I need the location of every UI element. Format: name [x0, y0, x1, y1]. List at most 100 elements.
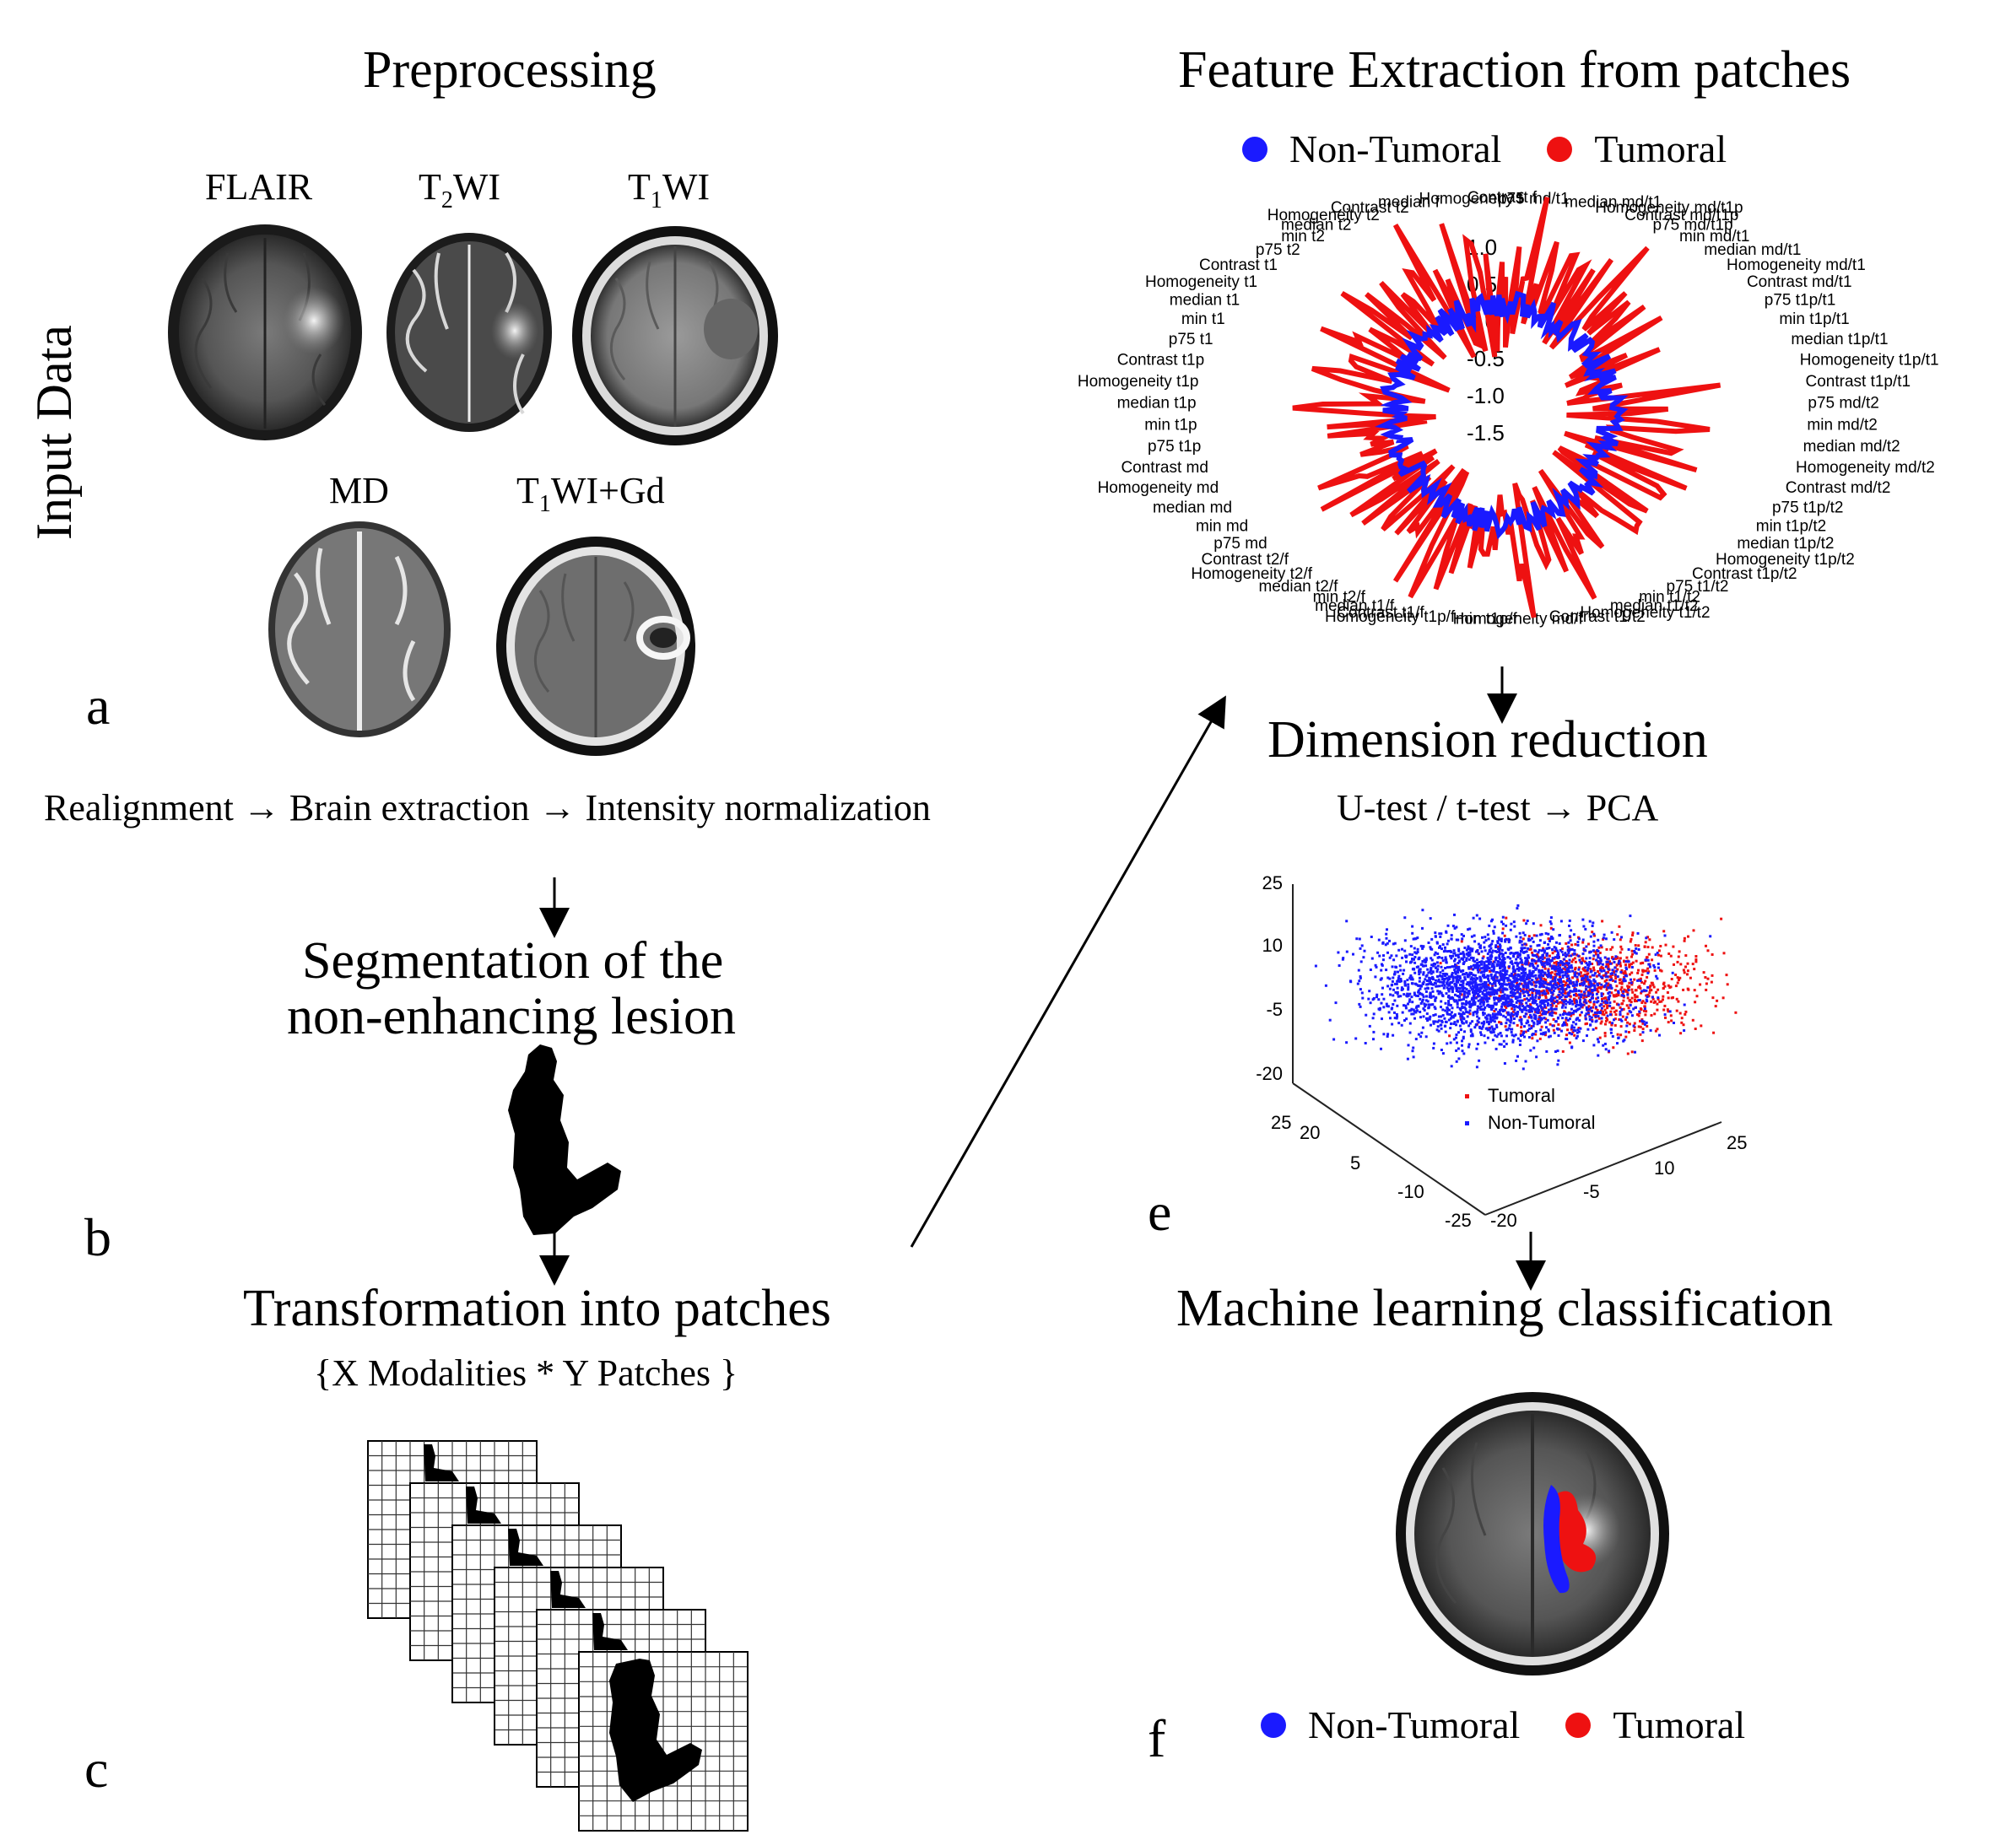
radar-label-10: p75 t1p/t1: [1765, 291, 1836, 309]
radar-label-5: p75 md/t1p: [1653, 216, 1733, 234]
segmentation-title-line2: non-enhancing lesion: [287, 988, 737, 1045]
radar-label-25: p75 t1/t2: [1667, 578, 1729, 596]
radar-label-12: median t1p/t1: [1791, 331, 1888, 348]
radar-label-44: p75 t1p: [1148, 438, 1201, 456]
brain-image-t2wi: [386, 233, 552, 432]
radar-label-21: min t1p/t2: [1756, 518, 1826, 536]
radar-label-26: min t1/t2: [1639, 589, 1700, 607]
scatter-points-non-tumoral: [1314, 904, 1712, 1071]
scatter-legend-mark-tumoral: [1465, 1093, 1469, 1098]
radar-label-43: Contrast md: [1121, 459, 1208, 477]
radar-label-34: median t1/f: [1315, 597, 1395, 615]
modality-label-flair: FLAIR: [205, 166, 313, 208]
classification-legend: Non-Tumoral Tumoral: [1261, 1702, 1745, 1747]
panel-letter-b: b: [84, 1207, 111, 1267]
radar-label-33: Contrast t1/f: [1337, 604, 1424, 622]
patch-grid-front: [578, 1651, 749, 1832]
radar-label-27: median t1/t2: [1610, 597, 1699, 615]
radar-label-42: Homogeneity md: [1098, 479, 1219, 497]
y-tick-2: 10: [1654, 1157, 1674, 1179]
legend-dot-non-tumoral: [1242, 136, 1267, 162]
radar-label-46: median t1p: [1117, 395, 1197, 413]
brain-image-flair: [168, 224, 362, 440]
radar-label-1: p75 md/t1: [1498, 190, 1570, 208]
scatter-legend-tumoral: Tumoral: [1465, 1085, 1555, 1107]
radar-label-2: median md/t1: [1565, 193, 1662, 211]
scatter-legend-mark-non-tumoral: [1465, 1120, 1469, 1125]
radial-tick-4: -1.0: [1467, 383, 1505, 408]
radial-tick-5: -1.5: [1467, 420, 1505, 445]
feature-legend: Non-Tumoral Tumoral: [1242, 127, 1727, 171]
x-tick-4: -25: [1445, 1210, 1472, 1231]
radar-label-32: Homogeneity t1p/f: [1325, 608, 1456, 626]
dimension-reduction-subtitle: U-test / t-test → PCA: [1337, 787, 1659, 828]
z-tick-2: -5: [1266, 999, 1283, 1020]
modality-label-md: MD: [329, 470, 389, 511]
panel-letter-a: a: [86, 676, 111, 736]
modality-label-t1wi-gd: T1WI+Gd: [516, 470, 665, 517]
radar-label-22: median t1p/t2: [1737, 535, 1834, 553]
radar-label-48: Contrast t1p: [1117, 352, 1205, 370]
brain-image-md: [268, 521, 451, 737]
x-tick-2: 5: [1350, 1152, 1360, 1174]
radar-label-53: Contrast t1: [1199, 256, 1278, 274]
radar-label-23: Homogeneity t1p/t2: [1716, 551, 1855, 569]
radar-label-0: Contrast f: [1467, 189, 1538, 207]
legend-label-tumoral: Tumoral: [1594, 127, 1727, 170]
radar-label-39: p75 md: [1213, 535, 1267, 553]
radar-label-8: Homogeneity md/t1: [1727, 256, 1866, 274]
y-tick-0: -20: [1490, 1210, 1517, 1231]
y-tick-1: -5: [1583, 1181, 1600, 1202]
radar-label-7: median md/t1: [1704, 241, 1801, 259]
radar-label-55: min t2: [1281, 228, 1325, 246]
radar-label-4: Contrast md/t1p: [1624, 207, 1738, 224]
z-tick-1: 10: [1262, 935, 1283, 956]
legend-dot-non-tumoral-f: [1261, 1712, 1286, 1738]
radar-label-28: Homogeneity t1/t2: [1580, 604, 1710, 622]
classification-brain-image: [1396, 1392, 1669, 1675]
radar-label-37: Homogeneity t2/f: [1191, 565, 1312, 583]
panel-letter-f: f: [1148, 1708, 1166, 1768]
preprocessing-title: Preprocessing: [363, 41, 657, 99]
radar-label-40: min md: [1196, 518, 1248, 536]
radar-label-6: min md/t1: [1679, 228, 1749, 246]
z-tick-3: -20: [1256, 1063, 1283, 1084]
radar-label-14: Contrast t1p/t1: [1805, 373, 1911, 391]
radar-label-54: p75 t2: [1256, 241, 1300, 259]
radar-label-3: Homogeneity md/t1p: [1595, 199, 1743, 217]
y-tick-3: 25: [1727, 1132, 1747, 1153]
preprocessing-pipeline: Realignment → Brain extraction → Intensi…: [44, 787, 931, 828]
radar-label-41: median md: [1153, 499, 1232, 516]
segmentation-title-line1: Segmentation of the: [302, 932, 724, 990]
legend-dot-tumoral-f: [1565, 1712, 1592, 1738]
radar-label-16: min md/t2: [1807, 416, 1877, 434]
radar-label-45: min t1p: [1144, 416, 1197, 434]
modality-label-t1wi: T1WI: [628, 166, 711, 213]
x-tick-0: 25: [1271, 1112, 1291, 1133]
x-tick-1: 20: [1300, 1122, 1320, 1143]
radar-label-11: min t1p/t1: [1779, 310, 1849, 328]
radar-label-30: Homogeneity md/f: [1453, 611, 1584, 629]
radar-series-non-tumoral: [1374, 290, 1629, 540]
radar-label-31: min t1p/f: [1456, 611, 1518, 629]
non-tumoral-overlay: [1543, 1485, 1570, 1594]
panel-letter-e: e: [1148, 1182, 1172, 1242]
radar-label-59: median f: [1378, 193, 1440, 211]
brain-image-t1wi-gd: [496, 537, 695, 756]
radar-label-18: Homogeneity md/t2: [1796, 459, 1935, 477]
radar-label-17: median md/t2: [1803, 438, 1900, 456]
legend-label-tumoral-f: Tumoral: [1613, 1703, 1746, 1746]
radar-label-36: median t2/f: [1258, 578, 1338, 596]
radar-label-24: Contrast t1p/t2: [1692, 565, 1797, 583]
radar-label-20: p75 t1p/t2: [1772, 499, 1844, 516]
scatter-legend-non-tumoral: Non-Tumoral: [1465, 1112, 1596, 1134]
legend-label-non-tumoral-f: Non-Tumoral: [1308, 1703, 1521, 1746]
radar-label-29: Contrast t1/t2: [1549, 608, 1646, 626]
lesion-segmentation-mask: [508, 1044, 621, 1235]
tumoral-overlay: [1555, 1491, 1597, 1573]
radar-label-58: Contrast t2: [1331, 199, 1409, 217]
brain-image-t1wi: [572, 226, 778, 445]
